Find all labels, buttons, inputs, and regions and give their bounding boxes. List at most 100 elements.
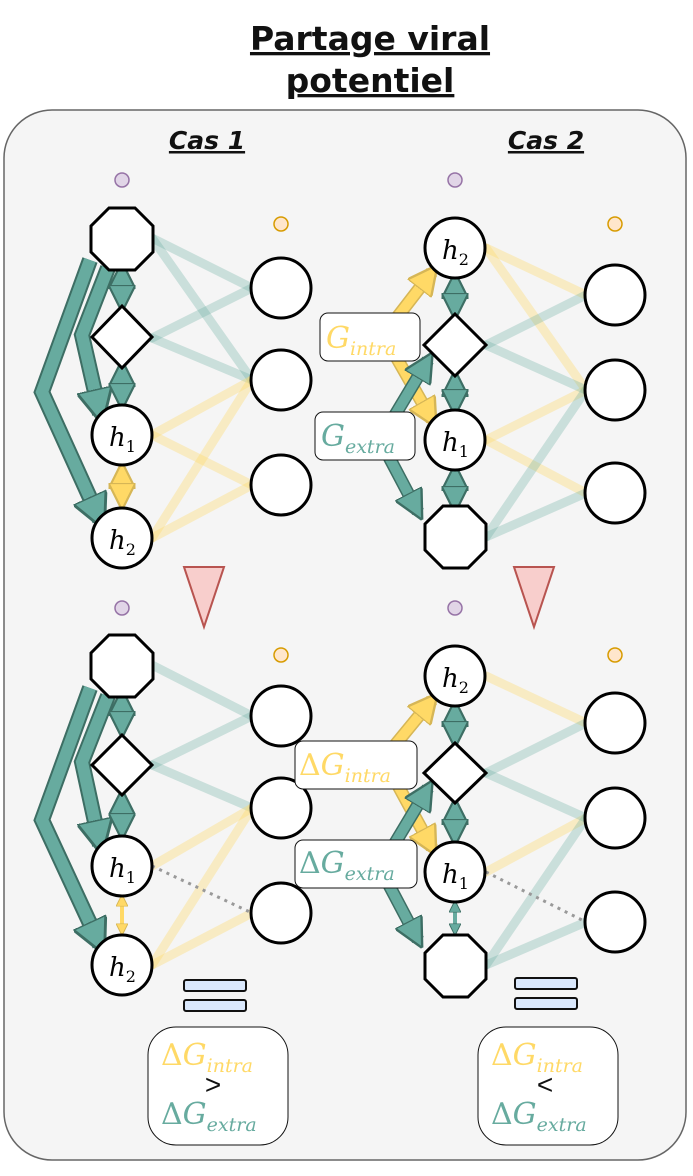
purple-dot <box>447 600 463 616</box>
diamond-node <box>89 732 155 798</box>
h2-node <box>90 506 154 570</box>
title-line-2: potentiel <box>286 61 455 100</box>
case-2-label: Cas 2 <box>508 126 584 155</box>
equals-icon <box>183 979 247 1012</box>
edge <box>481 488 591 542</box>
title-line-1: Partage viral <box>250 19 490 58</box>
octagon-node <box>89 633 155 699</box>
edge <box>147 803 257 871</box>
diamond-node <box>421 740 489 806</box>
delta-g-extra-box <box>294 839 418 889</box>
edge <box>147 660 257 721</box>
edge <box>481 718 591 778</box>
h2-label: h2 <box>442 236 469 269</box>
comparison-extra-label: ΔGextra <box>161 1097 257 1136</box>
green-arrow <box>75 265 108 414</box>
red-down-triangle-icon <box>182 566 226 631</box>
orange-dot <box>607 216 623 232</box>
quadrant-case1-top: h1 h2 <box>33 172 313 570</box>
quadrant-case1-bottom: h1 h2 <box>33 600 313 997</box>
edge <box>147 333 257 385</box>
delta-g-intra-label: ΔGintra <box>299 748 391 787</box>
g-extra-box <box>314 411 416 461</box>
edge <box>481 917 591 970</box>
purple-dot <box>447 172 463 188</box>
edge <box>481 768 591 823</box>
dotted-edge <box>485 870 587 924</box>
right-node <box>249 256 313 320</box>
quadrant-case2-bottom: h2 h1 ΔGintra ΔGextra <box>294 600 647 999</box>
edge <box>147 480 257 543</box>
right-node <box>249 684 313 748</box>
yellow-arrow <box>391 272 432 324</box>
edge <box>481 243 591 395</box>
edge <box>481 813 591 877</box>
edge <box>481 671 591 728</box>
edge <box>481 290 591 350</box>
edge <box>147 908 257 970</box>
edge <box>147 711 257 770</box>
edge <box>147 375 257 440</box>
purple-dot <box>114 172 130 188</box>
octagon-node <box>423 504 488 570</box>
edge <box>481 813 591 970</box>
edge <box>147 803 257 970</box>
comparison-extra-label: ΔGextra <box>491 1097 587 1136</box>
dotted-edge <box>151 864 253 915</box>
edge <box>481 340 591 395</box>
orange-dot <box>273 216 289 232</box>
edge <box>147 233 257 293</box>
edge <box>147 375 257 543</box>
yellow-arrow <box>391 700 432 749</box>
g-extra-label: Gextra <box>321 419 395 458</box>
edge <box>147 233 257 385</box>
h2-label: h2 <box>442 664 469 697</box>
delta-g-intra-box <box>294 740 418 790</box>
right-node <box>249 881 313 945</box>
comparison-intra-label: ΔGintra <box>161 1038 253 1077</box>
right-node <box>249 776 313 840</box>
right-node <box>249 453 313 517</box>
purple-dot <box>114 600 130 616</box>
comparison-operator: > <box>205 1069 221 1100</box>
right-node <box>583 691 647 755</box>
comparison-operator: < <box>537 1069 553 1100</box>
edge <box>481 385 591 542</box>
orange-dot <box>273 647 289 663</box>
right-node <box>583 263 647 327</box>
edge <box>147 760 257 813</box>
green-arrow <box>75 693 108 845</box>
h1-node <box>90 834 154 898</box>
diamond-node <box>421 311 489 379</box>
red-down-triangle-icon <box>512 566 556 631</box>
comparison-case1: ΔGintra > ΔGextra <box>147 1026 289 1146</box>
h1-label: h1 <box>442 428 469 461</box>
edge <box>481 385 591 445</box>
h1-label: h1 <box>109 423 136 456</box>
h2-node <box>423 216 487 280</box>
green-arrow <box>35 685 100 945</box>
h2-label: h2 <box>109 526 136 559</box>
octagon-node <box>89 206 155 272</box>
green-arrow <box>35 257 100 520</box>
h1-node <box>423 840 487 904</box>
h1-label: h1 <box>109 854 136 887</box>
h1-label: h1 <box>442 860 469 893</box>
comparison-case2: ΔGintra < ΔGextra <box>477 1026 619 1146</box>
right-node <box>583 358 647 422</box>
edge <box>147 283 257 343</box>
octagon-node <box>423 933 488 999</box>
case-1-label: Cas 1 <box>169 126 245 155</box>
edge <box>481 243 591 300</box>
comparison-intra-label: ΔGintra <box>491 1038 583 1077</box>
main-panel <box>3 109 687 1161</box>
orange-dot <box>607 647 623 663</box>
quadrant-case2-top: h2 h1 Gintra Gextra <box>314 172 647 570</box>
g-intra-box <box>319 312 421 362</box>
g-intra-label: Gintra <box>326 321 396 360</box>
diamond-node <box>89 303 155 371</box>
edge <box>147 430 257 490</box>
equals-icon <box>514 977 578 1010</box>
right-node <box>583 461 647 525</box>
